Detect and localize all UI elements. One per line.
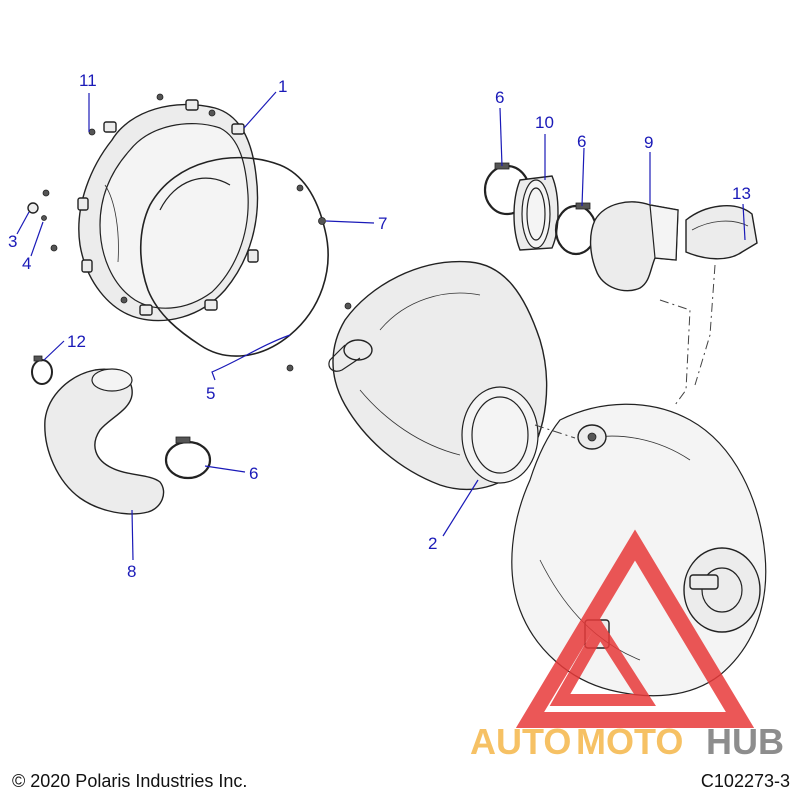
cover-part-13 [685, 205, 758, 260]
coupler-part-10 [513, 175, 559, 251]
callout-7: 7 [378, 214, 387, 233]
callout-6-upper-right: 6 [577, 132, 586, 151]
callout-6-upper-left: 6 [495, 88, 504, 107]
callout-2: 2 [428, 534, 437, 553]
inner-clutch-cover [328, 260, 548, 491]
clamp-part-12 [31, 355, 53, 385]
duct-elbow-part-9 [589, 201, 679, 292]
intake-duct-part-8 [44, 368, 165, 515]
callout-3: 3 [8, 232, 17, 251]
drawing-number: C102273-3 [700, 771, 790, 791]
callout-5: 5 [206, 384, 215, 403]
callout-8: 8 [127, 562, 136, 581]
fasteners [27, 93, 352, 372]
watermark-triangle [515, 529, 755, 728]
outer-clutch-cover [77, 99, 259, 322]
pin-part-4 [41, 215, 47, 221]
clamp-part-6-lower [164, 436, 212, 480]
callout-6-lower: 6 [249, 464, 258, 483]
callout-9: 9 [644, 133, 653, 152]
callout-13: 13 [732, 184, 751, 203]
copyright-notice: © 2020 Polaris Industries Inc. [12, 771, 248, 791]
callout-12: 12 [67, 332, 86, 351]
cover-seal [139, 156, 329, 357]
watermark-text-auto: AUTO [470, 721, 571, 762]
cover-mounting-tabs [77, 99, 259, 316]
callout-1: 1 [278, 77, 287, 96]
watermark-logo: AUTO MOTO HUB [470, 529, 784, 762]
alignment-lines [534, 264, 716, 439]
leader-lines [16, 91, 746, 561]
watermark-text-hub: HUB [706, 721, 784, 762]
watermark-inner-triangle [549, 618, 656, 706]
callout-10: 10 [535, 113, 554, 132]
callout-11: 11 [79, 71, 97, 90]
callout-labels: 1 2 3 4 5 6 6 6 7 8 9 10 11 12 13 [8, 71, 751, 581]
washer-part-3 [27, 202, 39, 214]
watermark-text-moto: MOTO [576, 721, 683, 762]
callout-4: 4 [22, 254, 31, 273]
